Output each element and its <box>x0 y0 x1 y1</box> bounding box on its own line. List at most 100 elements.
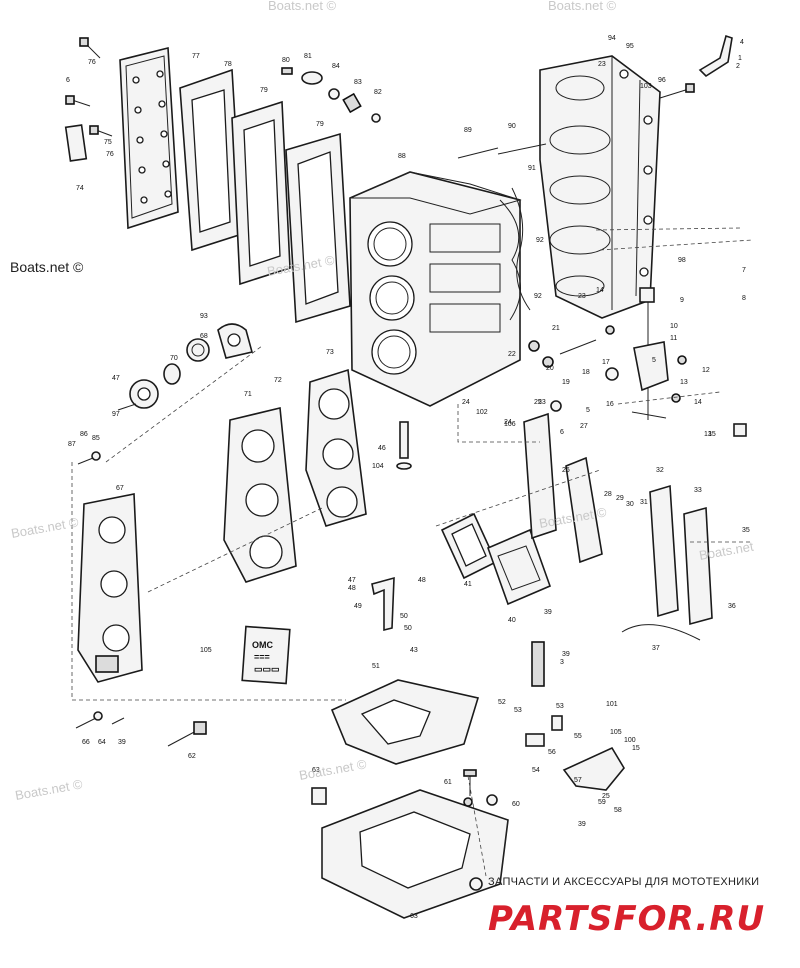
callout-numbers: 1 2 3 4 5 6 7 8 9 10 11 12 13 14 15 16 1… <box>66 35 750 920</box>
callout: 15 <box>632 745 640 752</box>
callout: 1 <box>738 55 742 62</box>
callout: 70 <box>170 355 178 362</box>
callout: 20 <box>546 365 554 372</box>
callout: 52 <box>498 699 506 706</box>
callout: 48 <box>418 577 426 584</box>
callout: 79 <box>316 121 324 128</box>
callout: 91 <box>528 165 536 172</box>
thermostat-housing <box>117 323 253 411</box>
sensor-63-left <box>167 721 207 747</box>
plate-75 <box>64 124 88 162</box>
callout: 83 <box>354 79 362 86</box>
bolts-bottom-left <box>75 711 125 729</box>
assembly-guide-lines <box>71 227 753 877</box>
exhaust-gasket-79 <box>179 68 243 252</box>
callout: 39 <box>578 821 586 828</box>
callout: 60 <box>512 801 520 808</box>
callout: 24 <box>504 419 512 426</box>
crankcase-half <box>539 55 661 319</box>
callout: 18 <box>582 369 590 376</box>
callout: 71 <box>244 391 252 398</box>
callout: 49 <box>354 603 362 610</box>
callout: 21 <box>552 325 560 332</box>
callout: 46 <box>378 445 386 452</box>
footer-caption: ЗАПЧАСТИ И АКСЕССУАРЫ ДЛЯ МОТОТЕХНИКИ <box>488 876 759 888</box>
callout: 77 <box>192 53 200 60</box>
callout: 33 <box>694 487 702 494</box>
callout: 103 <box>640 83 652 90</box>
callout: 37 <box>652 645 660 652</box>
callout: 26 <box>562 467 570 474</box>
callout: 6 <box>560 429 564 436</box>
callout: 68 <box>200 333 208 340</box>
callout: 106 <box>504 421 516 428</box>
watermark-faint: Boats.net © <box>14 776 84 803</box>
sensor-88 <box>77 451 101 465</box>
adaptor-plate-63 <box>321 789 509 919</box>
callout: 41 <box>464 581 472 588</box>
callout: 53 <box>556 703 564 710</box>
callout: 96 <box>658 77 666 84</box>
callout: 13 <box>704 431 712 438</box>
callout: 9 <box>680 297 684 304</box>
callout: 25 <box>602 793 610 800</box>
callout: 62 <box>188 753 196 760</box>
callout: 61 <box>444 779 452 786</box>
callout: 58 <box>614 807 622 814</box>
callout: 82 <box>374 89 382 96</box>
callout: 76 <box>88 59 96 66</box>
callout: 105 <box>200 647 212 654</box>
callout: 47 <box>112 375 120 382</box>
callout: 31 <box>640 499 648 506</box>
callout: 16 <box>606 401 614 408</box>
callout: 57 <box>574 777 582 784</box>
callout: 78 <box>224 61 232 68</box>
callout: 84 <box>332 63 340 70</box>
bolt-6 <box>65 95 91 107</box>
exhaust-cover-assembly <box>119 46 179 230</box>
callout: 4 <box>740 39 744 46</box>
partsfor-logo: PARTSFOR.RU <box>488 899 764 939</box>
exhaust-manifold-cover-68 <box>77 493 143 683</box>
reed-block-40 <box>486 528 552 606</box>
hose-93 <box>511 187 531 311</box>
reed-gasket-41 <box>440 512 498 580</box>
callout: 36 <box>728 603 736 610</box>
callout: 98 <box>678 257 686 264</box>
callout: 19 <box>562 379 570 386</box>
bracket-56-57 <box>525 715 625 791</box>
callout: 2 <box>736 63 740 70</box>
lever-2 <box>698 34 733 78</box>
callout: 94 <box>608 35 616 42</box>
inner-exhaust-plate-72 <box>223 407 297 583</box>
callout: 28 <box>604 491 612 498</box>
package-label-line-3: ▭▭▭ <box>254 664 280 674</box>
callout: 24 <box>462 399 470 406</box>
callout: 23 <box>598 61 606 68</box>
thermostat-parts <box>281 67 381 123</box>
callout: 32 <box>656 467 664 474</box>
callout: 80 <box>282 57 290 64</box>
callout: 25 <box>534 399 542 406</box>
fitting-64 <box>311 787 327 805</box>
callout: 35 <box>742 527 750 534</box>
bolt-77 <box>79 37 101 59</box>
callout: 63 <box>312 767 320 774</box>
callout: 81 <box>304 53 312 60</box>
callout: 10 <box>670 323 678 330</box>
callout: 63 <box>410 913 418 920</box>
callout: 102 <box>476 409 488 416</box>
callout: 14 <box>596 287 604 294</box>
callout: 17 <box>602 359 610 366</box>
callout: 73 <box>326 349 334 356</box>
callout: 3 <box>560 659 564 666</box>
exhaust-plate-80 <box>231 100 291 286</box>
callout: 53 <box>514 707 522 714</box>
callout: 100 <box>624 737 636 744</box>
exhaust-gasket-79b <box>285 132 351 324</box>
callout: 76 <box>106 151 114 158</box>
base-gasket-51 <box>330 679 480 765</box>
callout: 5 <box>652 357 656 364</box>
package-label-text: OMC === ▭▭▭ <box>252 640 280 674</box>
callout: 48 <box>348 585 356 592</box>
